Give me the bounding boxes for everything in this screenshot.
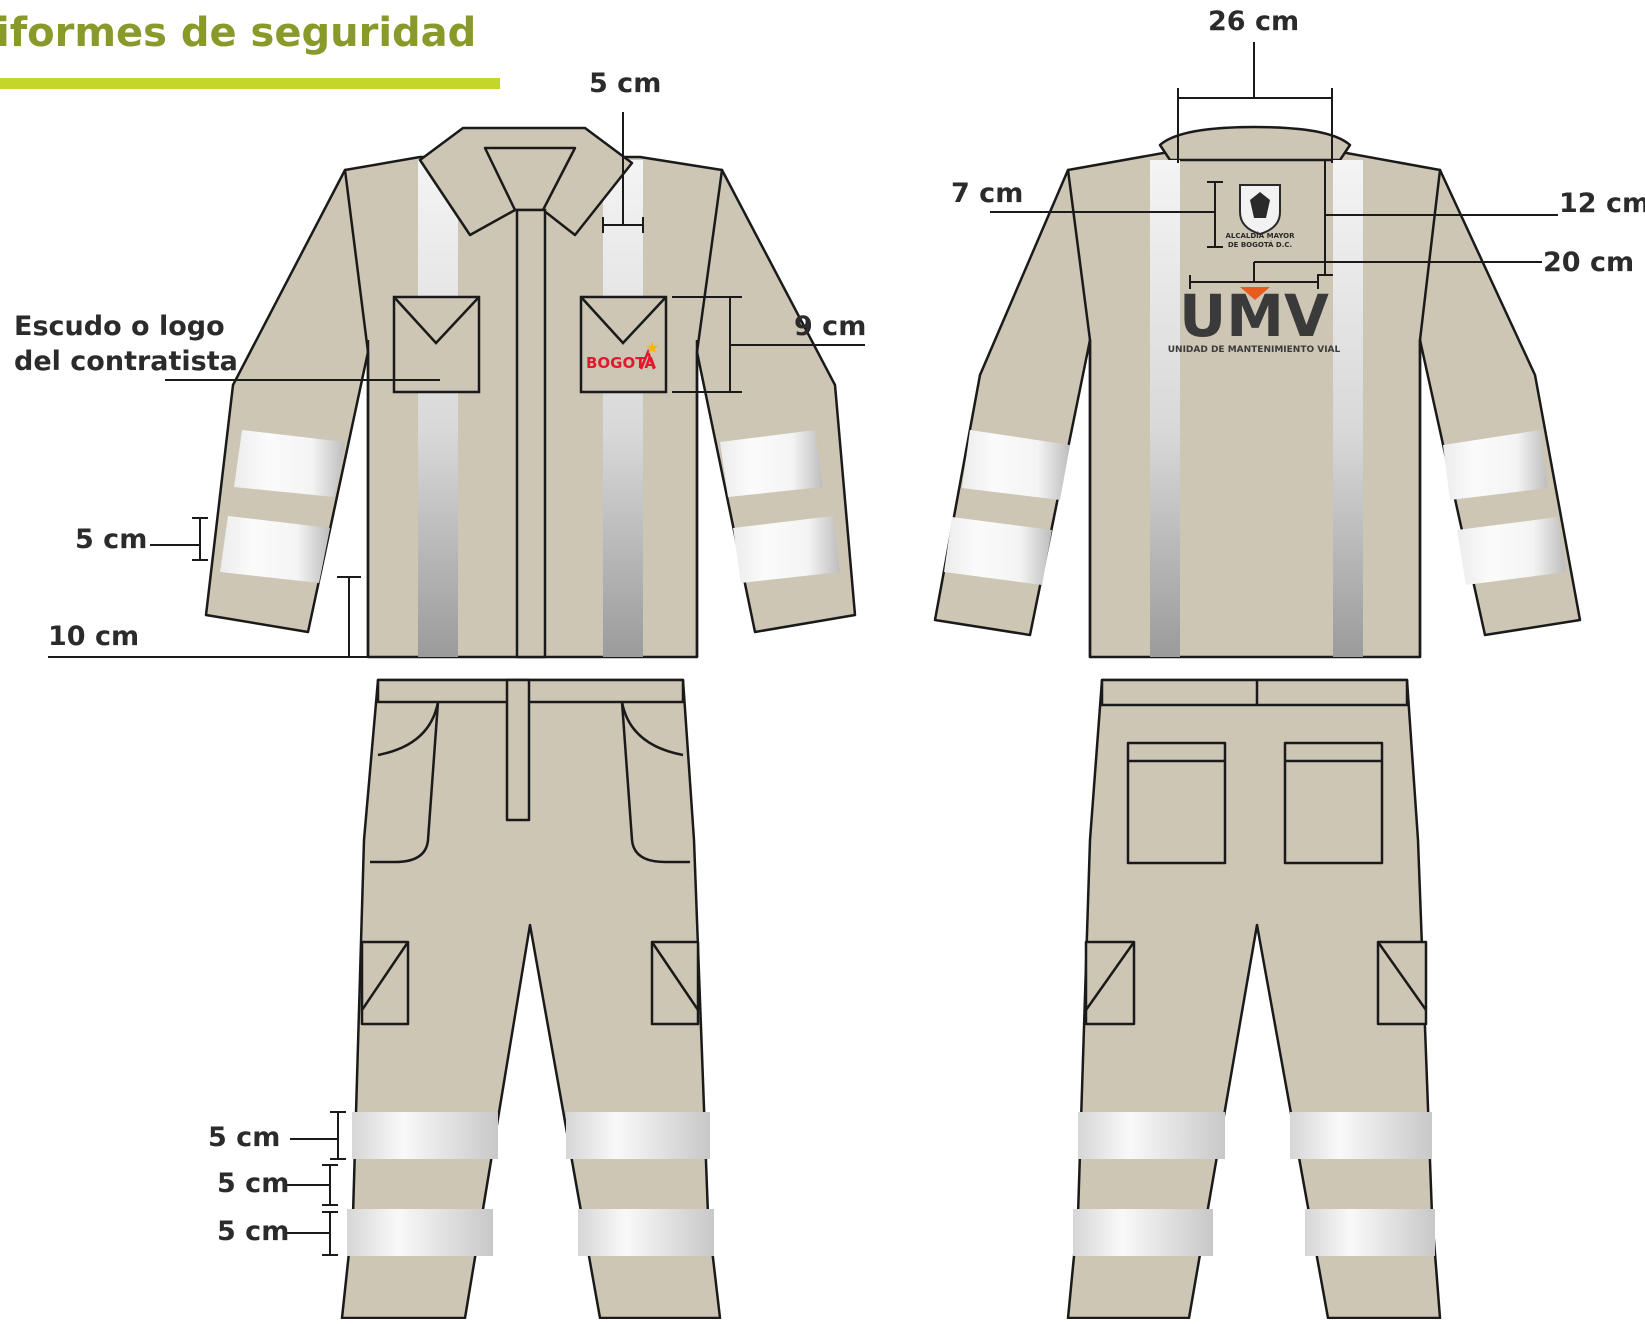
page-title: iformes de seguridad: [0, 10, 476, 56]
back-right-sleeve-band-2: [1457, 517, 1566, 585]
back-right-stripe: [1333, 160, 1363, 657]
label-contractor-logo-line1: Escudo o logo: [14, 311, 225, 342]
front-pants-left-band-2: [347, 1209, 493, 1256]
front-right-stripe: [603, 160, 643, 657]
bogota-star-icon: ★: [645, 338, 659, 357]
front-pants-left-band-1: [352, 1112, 498, 1159]
front-left-sleeve-band-2: [220, 516, 330, 583]
back-collar: [1158, 125, 1352, 162]
back-pants-right-band-2: [1305, 1209, 1435, 1256]
back-left-sleeve-band-2: [944, 517, 1052, 585]
label-contractor-logo-line2: del contratista: [14, 346, 238, 377]
front-zipper-placket: [515, 208, 547, 659]
back-left-stripe: [1150, 160, 1180, 657]
back-left-sleeve-band-1: [962, 430, 1070, 500]
back-pants-left-band-2: [1073, 1209, 1213, 1256]
umv-logo-accent: [1240, 287, 1270, 300]
dim-pants-band-1: 5 cm: [208, 1122, 280, 1153]
front-pants-right-band-1: [566, 1112, 710, 1159]
back-right-pocket: [1283, 741, 1384, 865]
back-waistband: [1100, 678, 1409, 707]
back-left-pocket: [1126, 741, 1227, 865]
dim-back-12: 12 cm: [1559, 188, 1645, 219]
front-left-cargo-pocket: [360, 940, 410, 1026]
umv-subtitle: UNIDAD DE MANTENIMIENTO VIAL: [1168, 345, 1341, 355]
dim-pocket-logo: 9 cm: [794, 311, 866, 342]
back-pants-left-band-1: [1078, 1112, 1225, 1159]
front-right-sleeve-band-1: [720, 430, 823, 497]
back-dimension-lines: [990, 42, 1558, 289]
bogota-seal-icon: [1239, 184, 1281, 236]
front-left-sleeve-band-1: [234, 430, 345, 497]
back-right-cargo-pocket: [1376, 940, 1428, 1026]
dim-sleeve-band: 5 cm: [75, 524, 147, 555]
front-right-sleeve-band-2: [733, 516, 840, 583]
front-right-cargo-pocket: [650, 940, 700, 1026]
front-dimension-lines: [48, 112, 865, 1256]
seal-text-line2: DE BOGOTÁ D.C.: [1228, 240, 1292, 249]
dim-back-seal: 7 cm: [951, 178, 1023, 209]
back-right-sleeve-band-1: [1443, 430, 1548, 500]
title-underline: [0, 78, 500, 89]
dim-pants-band-2: 5 cm: [217, 1216, 289, 1247]
dim-back-top-width: 26 cm: [1208, 6, 1299, 37]
front-waistband: [376, 678, 685, 704]
dim-hem: 10 cm: [48, 621, 139, 652]
dim-stripe-width: 5 cm: [589, 68, 661, 99]
back-pants-right-band-1: [1290, 1112, 1432, 1159]
dim-back-20: 20 cm: [1543, 247, 1634, 278]
seal-text-line1: ALCALDÍA MAYOR: [1225, 231, 1295, 240]
bogota-logo-accent: [639, 348, 656, 370]
bogota-logo: BOGOTA: [586, 354, 656, 372]
front-left-stripe: [418, 160, 458, 657]
back-left-cargo-pocket: [1084, 940, 1136, 1026]
front-pants-right-band-2: [578, 1209, 714, 1256]
front-fly: [505, 678, 531, 822]
dim-pants-gap: 5 cm: [217, 1168, 289, 1199]
